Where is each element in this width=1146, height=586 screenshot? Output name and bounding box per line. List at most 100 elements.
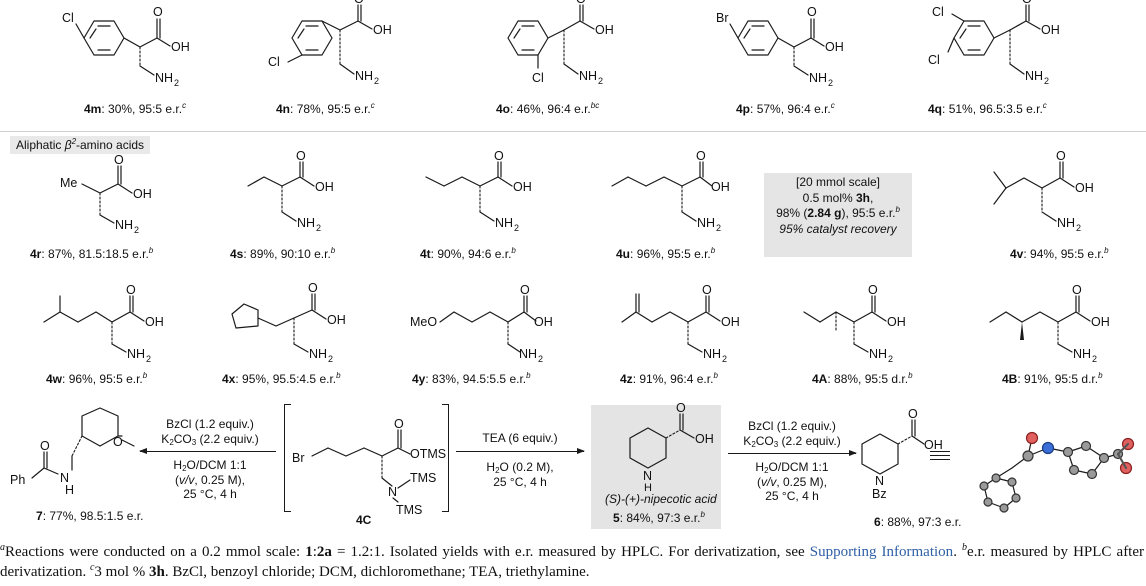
svg-text:2: 2 — [146, 354, 151, 364]
svg-text:OH: OH — [315, 180, 334, 194]
svg-text:O: O — [868, 283, 878, 297]
svg-text:Br: Br — [716, 11, 729, 25]
svg-text:2: 2 — [134, 225, 139, 235]
conditions-left-top: BzCl (1.2 equiv.) K2CO3 (2.2 equiv.) — [161, 417, 259, 447]
bracket-right — [442, 404, 449, 512]
svg-text:OH: OH — [1041, 23, 1060, 37]
caption-4u: 4u: 96%, 95:5 e.r.b — [616, 246, 716, 262]
svg-text:TMS: TMS — [410, 471, 436, 485]
svg-text:O: O — [394, 417, 404, 431]
svg-text:OH: OH — [1075, 181, 1094, 195]
scale-up-info-box: [20 mmol scale] 0.5 mol% 3h, 98% (2.84 g… — [764, 173, 912, 257]
svg-text:NH: NH — [155, 71, 173, 85]
svg-text:O: O — [908, 407, 918, 421]
svg-text:O: O — [114, 153, 124, 167]
svg-text:2: 2 — [174, 78, 179, 88]
caption-4z: 4z: 91%, 96:4 e.r.b — [620, 371, 718, 387]
caption-4A: 4A: 88%, 95:5 d.r.b — [812, 371, 913, 387]
structure-4n: Cl O OH NH2 — [268, 0, 392, 86]
svg-text:O: O — [1022, 0, 1032, 6]
svg-text:2: 2 — [1092, 354, 1097, 364]
svg-text:2: 2 — [538, 354, 543, 364]
svg-text:N: N — [60, 471, 69, 485]
svg-text:OTMS: OTMS — [410, 447, 446, 461]
svg-text:N: N — [875, 474, 884, 488]
section-divider — [0, 131, 1146, 132]
svg-text:2: 2 — [316, 223, 321, 233]
conditions-center-bottom: H2O (0.2 M), 25 °C, 4 h — [486, 460, 554, 489]
bracket-left — [284, 404, 291, 512]
structure-4C: Br O OTMS N TMS TMS — [292, 417, 446, 517]
nipecotic-acid-name: (S)-(+)-nipecotic acid — [605, 492, 717, 506]
svg-text:H: H — [65, 483, 74, 497]
svg-text:2: 2 — [1044, 76, 1049, 86]
caption-4q: 4q: 51%, 96.5:3.5 e.r.c — [928, 101, 1047, 117]
svg-text:O: O — [520, 283, 530, 297]
caption-4B: 4B: 91%, 95:5 d.r.b — [1002, 371, 1103, 387]
svg-text:OH: OH — [1091, 315, 1110, 329]
svg-text:2: 2 — [888, 354, 893, 364]
caption-4r: 4r: 87%, 81.5:18.5 e.r.b — [30, 246, 154, 262]
svg-text:2: 2 — [716, 223, 721, 233]
svg-text:O: O — [40, 439, 50, 453]
svg-text:O: O — [153, 5, 163, 19]
svg-text:2: 2 — [514, 223, 519, 233]
structure-7: O NH O Ph — [10, 407, 135, 497]
caption-4x: 4x: 95%, 95.5:4.5 e.r.b — [222, 371, 341, 387]
svg-text:2: 2 — [722, 354, 727, 364]
caption-4p: 4p: 57%, 96:4 e.r.c — [736, 101, 835, 117]
svg-text:2: 2 — [328, 354, 333, 364]
svg-text:O: O — [308, 281, 318, 295]
svg-text:O: O — [696, 149, 706, 163]
supporting-information-link[interactable]: Supporting Information — [809, 544, 954, 560]
conditions-right-top: BzCl (1.2 equiv.) K2CO3 (2.2 equiv.) — [743, 419, 841, 449]
structure-4q: Cl Cl O OH NH2 — [928, 0, 1060, 86]
svg-text:O: O — [126, 283, 136, 297]
svg-text:Cl: Cl — [268, 55, 280, 69]
svg-text:OH: OH — [171, 40, 190, 54]
svg-text:O: O — [576, 0, 586, 6]
svg-text:NH: NH — [127, 347, 145, 361]
svg-text:N: N — [388, 485, 397, 499]
svg-text:O: O — [113, 435, 123, 449]
svg-text:O: O — [807, 5, 817, 19]
caption-4n: 4n: 78%, 95:5 e.r.c — [276, 101, 375, 117]
svg-text:OH: OH — [887, 315, 906, 329]
svg-text:OH: OH — [825, 40, 844, 54]
svg-text:NH: NH — [697, 216, 715, 230]
svg-text:NH: NH — [809, 71, 827, 85]
svg-text:NH: NH — [1073, 347, 1091, 361]
svg-text:NH: NH — [355, 69, 373, 83]
caption-4v: 4v: 94%, 95:5 e.r.b — [1010, 246, 1109, 262]
svg-text:OH: OH — [595, 23, 614, 37]
svg-text:NH: NH — [115, 218, 133, 232]
svg-text:O: O — [354, 0, 364, 6]
svg-text:OH: OH — [327, 313, 346, 327]
structure-6: O OH N Bz — [861, 407, 943, 501]
conditions-right-bottom: H2O/DCM 1:1 (v/v, 0.25 M), 25 °C, 4 h — [755, 460, 829, 503]
svg-text:2: 2 — [1076, 223, 1081, 233]
svg-text:Me: Me — [60, 176, 77, 190]
svg-text:O: O — [494, 149, 504, 163]
svg-text:Cl: Cl — [532, 71, 544, 85]
caption-4t: 4t: 90%, 94:6 e.r.b — [420, 246, 516, 262]
caption-5: 5: 84%, 97:3 e.r.b — [613, 510, 705, 526]
svg-text:O: O — [296, 149, 306, 163]
svg-text:NH: NH — [297, 216, 315, 230]
conditions-center-top: TEA (6 equiv.) — [482, 431, 558, 445]
svg-text:NH: NH — [309, 347, 327, 361]
svg-text:2: 2 — [374, 76, 379, 86]
svg-text:NH: NH — [869, 347, 887, 361]
caption-4o: 4o: 46%, 96:4 e.r.bc — [496, 101, 600, 117]
svg-text:NH: NH — [579, 69, 597, 83]
